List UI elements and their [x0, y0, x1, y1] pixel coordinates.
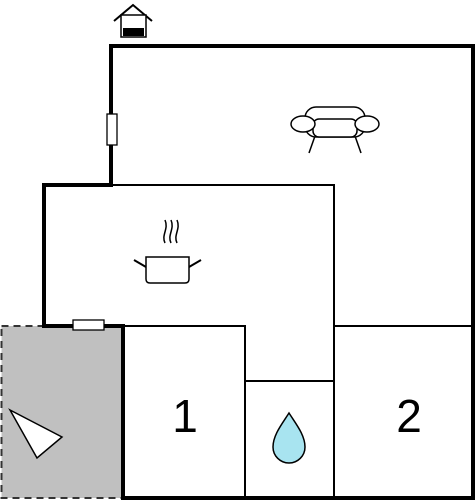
terrace-area	[0, 325, 124, 499]
water-drop-icon	[272, 411, 306, 464]
bedroom-1-label: 1	[172, 390, 198, 442]
terrace	[0, 325, 124, 499]
sofa-icon	[290, 106, 380, 154]
window-terrace	[72, 319, 105, 331]
window-west	[106, 113, 118, 146]
bathroom-wall	[245, 380, 335, 498]
interior-walls	[111, 184, 473, 498]
house-entrance-icon	[113, 3, 153, 38]
north-arrow-icon	[8, 408, 64, 460]
cooking-pot-icon	[133, 219, 202, 284]
kitchen-wall	[111, 184, 335, 381]
bedroom-2-label: 2	[396, 390, 422, 442]
bedroom-1-wall	[123, 325, 246, 498]
